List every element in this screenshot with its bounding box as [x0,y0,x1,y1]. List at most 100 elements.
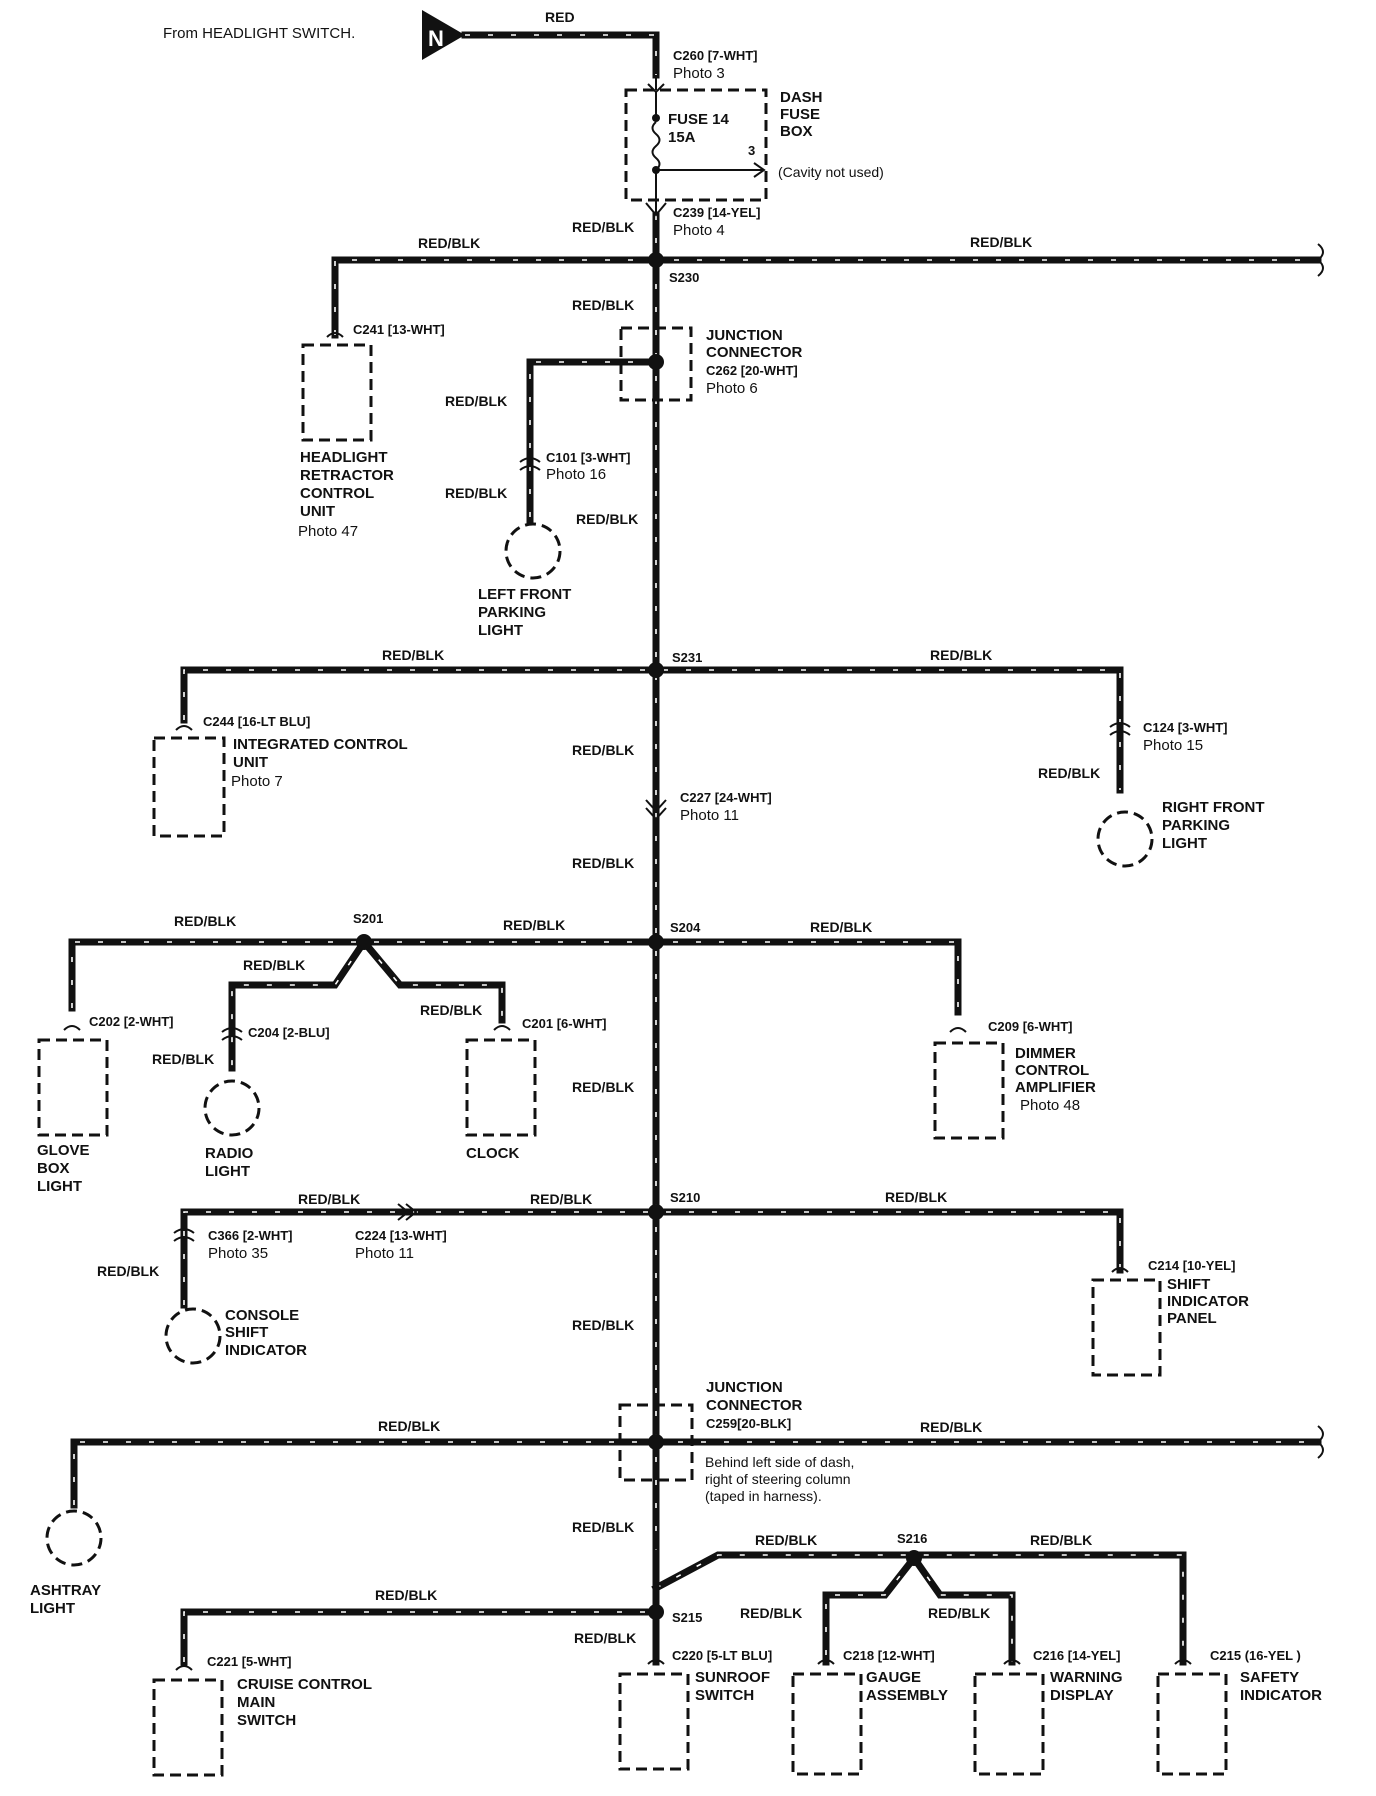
console-label-1: CONSOLE [225,1307,299,1324]
right-front-parking-bulb [1096,810,1154,868]
dash-fuse-box-label-2: FUSE [780,106,820,123]
shift-panel-label-1: SHIFT [1167,1276,1210,1293]
splice-s215-label: S215 [672,1610,702,1625]
c101-label: C101 [3-WHT] [546,450,631,465]
splice-dots [356,252,922,1620]
c227-connector [645,799,667,821]
junction1-label-1: JUNCTION [706,327,783,344]
right-front-parking-label-2: PARKING [1162,817,1230,834]
headlight-retractor-label-4: UNIT [300,503,335,520]
wire-label-trunk-6: RED/BLK [572,1317,634,1333]
c366-photo: Photo 35 [208,1245,268,1262]
shift-panel-label-3: PANEL [1167,1310,1217,1327]
wire-label-s210-mid: RED/BLK [530,1191,592,1207]
splice-s210-dot [648,1204,664,1220]
wire-label-trunk-3: RED/BLK [572,742,634,758]
c239-label: C239 [14-YEL] [673,205,760,220]
wire-s231 [180,666,1124,794]
warning-label-2: DISPLAY [1050,1687,1114,1704]
dash-fuse-box-label-1: DASH [780,89,823,106]
safety-label-1: SAFETY [1240,1669,1299,1686]
junction1-label-2: CONNECTOR [706,344,803,361]
c216-label: C216 [14-YEL] [1033,1648,1120,1663]
splice-s215-dot [648,1604,664,1620]
dimmer-label-2: CONTROL [1015,1062,1089,1079]
radio-label-2: LIGHT [205,1163,250,1180]
right-front-parking-label-1: RIGHT FRONT [1162,799,1265,816]
console-label-2: SHIFT [225,1324,268,1341]
wire-clock [359,937,506,1024]
integrated-control-photo: Photo 7 [231,773,283,790]
wire-label-trunk-5: RED/BLK [572,1079,634,1095]
wire-label-s216-left: RED/BLK [755,1532,817,1548]
wire-label-radio-2: RED/BLK [152,1051,214,1067]
junction2-label-2: CONNECTOR [706,1397,803,1414]
wire-label-s230-left: RED/BLK [418,235,480,251]
splice-s231-dot [648,662,664,678]
c262-label: C262 [20-WHT] [706,363,798,378]
n-badge: N [422,10,465,60]
dash-fuse-box-label-3: BOX [780,123,813,140]
wire-label-lf-2: RED/BLK [445,485,507,501]
wire-red-top [461,31,660,79]
c218-label: C218 [12-WHT] [843,1648,935,1663]
wire-label-trunk-2: RED/BLK [576,511,638,527]
wire-label-s210-left: RED/BLK [298,1191,360,1207]
c224-connector [397,1203,418,1221]
gauge-assembly [791,1659,863,1776]
c202-label: C202 [2-WHT] [89,1014,174,1029]
wire-label-trunk-4: RED/BLK [572,855,634,871]
c366-connector [173,1228,195,1242]
c227-label: C227 [24-WHT] [680,790,772,805]
c259-label: C259[20-BLK] [706,1416,791,1431]
c214-label: C214 [10-YEL] [1148,1258,1235,1273]
wire-label-rf: RED/BLK [1038,765,1100,781]
splice-s230-dot [648,252,664,268]
wire-left-front-parking [526,358,660,524]
wire-label-s204-right: RED/BLK [810,919,872,935]
junction2-note-2: right of steering column [705,1471,851,1487]
dimmer-label-3: AMPLIFIER [1015,1079,1096,1096]
junction2-label-1: JUNCTION [706,1379,783,1396]
radio-light-bulb [203,1079,261,1137]
headlight-retractor-photo: Photo 47 [298,523,358,540]
c101-photo: Photo 16 [546,466,606,483]
headlight-retractor-unit [301,332,373,442]
sunroof-switch [618,1659,690,1771]
c224-label: C224 [13-WHT] [355,1228,447,1243]
glove-box-label-3: LIGHT [37,1178,82,1195]
wire-label-clock: RED/BLK [420,1002,482,1018]
wire-s204 [68,938,962,1016]
cruise-control-main-switch [152,1665,224,1777]
c124-connector [1109,722,1131,736]
splice-s216-label: S216 [897,1531,927,1546]
splice-s201-dot [356,934,372,950]
wire-junction2 [70,1438,1322,1509]
integrated-control-unit [152,725,226,838]
c220-label: C220 [5-LT BLU] [672,1648,772,1663]
wire-label-s231-left: RED/BLK [382,647,444,663]
headlight-retractor-label-1: HEADLIGHT [300,449,388,466]
junction1-dot [648,354,664,370]
shift-panel-label-2: INDICATOR [1167,1293,1249,1310]
splice-s204-dot [648,934,664,950]
safety-indicator [1156,1659,1228,1776]
cruise-label-2: MAIN [237,1694,275,1711]
integrated-control-label-2: UNIT [233,754,268,771]
wire-label-s216-right: RED/BLK [1030,1532,1092,1548]
glove-box-label-1: GLOVE [37,1142,90,1159]
wire-label-lf-1: RED/BLK [445,393,507,409]
c239-photo: Photo 4 [673,222,725,239]
wire-warning [909,1553,1016,1666]
junction2-note-3: (taped in harness). [705,1488,822,1504]
c224-photo: Photo 11 [355,1245,414,1262]
wire-label-junction2-left: RED/BLK [378,1418,440,1434]
wire-label-trunk-7: RED/BLK [572,1519,634,1535]
dimmer-photo: Photo 48 [1020,1097,1080,1114]
source-text: From HEADLIGHT SWITCH. [163,25,355,42]
ashtray-label-1: ASHTRAY [30,1582,101,1599]
c204-label: C204 [2-BLU] [248,1025,330,1040]
headlight-retractor-label-3: CONTROL [300,485,374,502]
warning-display [973,1659,1045,1776]
